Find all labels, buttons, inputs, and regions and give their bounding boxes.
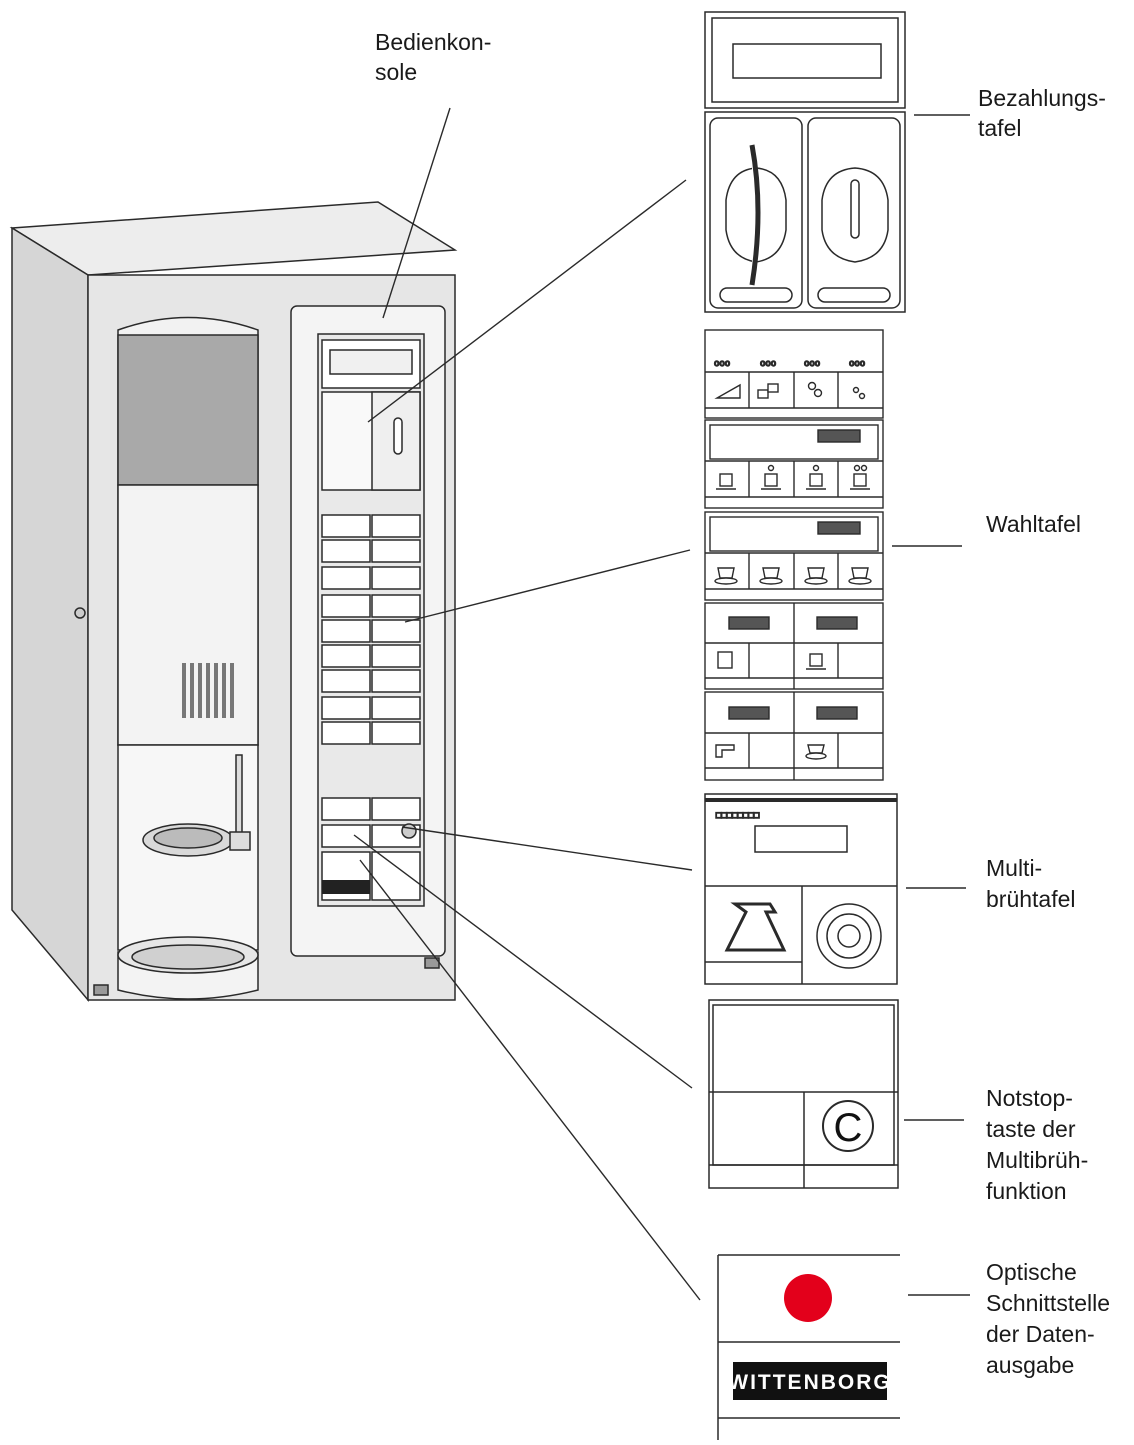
- svg-text:ooo: ooo: [760, 359, 776, 369]
- cup-icon: [716, 473, 736, 490]
- console-mini-buttons: [321, 514, 421, 745]
- emergency-stop-panel: [708, 999, 899, 1189]
- cup-with-sugar-milk-icon: [850, 464, 870, 490]
- payment-display-panel: [704, 11, 906, 109]
- label-bedienkonsole: Bedienkon- sole: [375, 29, 498, 85]
- svg-text:ooo: ooo: [714, 359, 730, 369]
- svg-text:ooo: ooo: [849, 359, 865, 369]
- label-optische-schnittstelle: Optische Schnittstelle der Daten- ausgab…: [986, 1259, 1116, 1378]
- label-wahltafel: Wahltafel: [986, 511, 1081, 537]
- optical-interface-dot: [784, 1274, 832, 1322]
- optical-interface-panel: [717, 1254, 900, 1440]
- milk-drops-icon: [852, 386, 866, 400]
- sugar-icon: [807, 381, 823, 398]
- multi-brew-panel: □□□□□□□□: [704, 793, 898, 985]
- knob-icon: [816, 903, 882, 969]
- selection-panel: ooo ooo ooo ooo: [704, 329, 884, 781]
- brand-logo: WITTENBORG: [728, 1371, 891, 1394]
- vending-machine: [9, 201, 458, 1003]
- svg-text:□□□□□□□□: □□□□□□□□: [716, 811, 760, 821]
- cups-icon: [757, 383, 779, 399]
- mug-icon: [717, 651, 733, 669]
- water-tap-icon: [715, 744, 735, 758]
- ramp-icon: [714, 383, 741, 399]
- cancel-symbol: C: [834, 1106, 863, 1150]
- label-notstoptaste: Notstop- taste der Multibrüh- funktion: [986, 1085, 1095, 1204]
- cup-icon: [806, 653, 826, 670]
- svg-text:ooo: ooo: [804, 359, 820, 369]
- label-multibruehtafel: Multi- brühtafel: [986, 855, 1076, 912]
- saucer-cup-icon: [759, 567, 783, 585]
- brand-plate: [733, 1362, 887, 1400]
- saucer-cup-icon: [805, 744, 827, 760]
- saucer-cup-icon: [848, 567, 872, 585]
- ventilation-grille: [182, 663, 234, 718]
- saucer-cup-icon: [804, 567, 828, 585]
- cup-with-milk-icon: [806, 464, 826, 490]
- cancel-button: [822, 1100, 874, 1152]
- label-bezahlungstafel: Bezahlungs- tafel: [978, 85, 1112, 141]
- jug-icon: [724, 902, 787, 952]
- payment-coin-panel: [704, 111, 906, 313]
- cup-with-sugar-icon: [761, 464, 781, 490]
- leader-lines: [353, 107, 970, 1301]
- saucer-cup-icon: [714, 567, 738, 585]
